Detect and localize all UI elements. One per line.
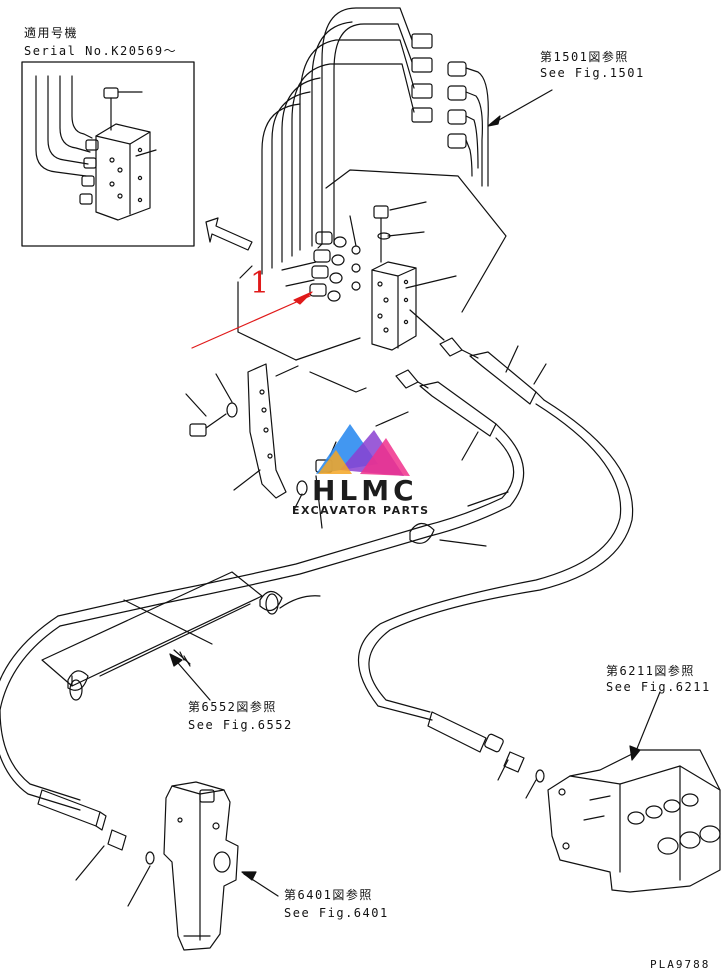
ref-6211-jp: 第6211図参照: [606, 664, 695, 678]
item-1-leader: [191, 295, 311, 349]
watermark-brand: HLMC: [312, 474, 418, 507]
ref-1501-jp: 第1501図参照: [540, 50, 629, 64]
inset-serial: Serial No.K20569～: [24, 44, 178, 58]
ref-1501-en: See Fig.1501: [540, 66, 645, 80]
watermark-tagline: EXCAVATOR PARTS: [292, 504, 430, 517]
drawing-code: PLA9788: [650, 958, 711, 971]
inset-arrow: [205, 217, 253, 251]
ref-6552-jp: 第6552図参照: [188, 700, 277, 714]
control-valve: [547, 691, 721, 893]
main-valve-block: [237, 169, 507, 393]
pilot-valve: [163, 781, 279, 951]
adapters: [395, 337, 479, 389]
ref-6401-jp: 第6401図参照: [284, 888, 373, 902]
ref-6401-en: See Fig.6401: [284, 906, 389, 920]
hose-clamps: [67, 522, 487, 701]
inset-box: [21, 61, 195, 247]
hose-right: [357, 345, 634, 799]
inset-title: 適用号機: [24, 26, 79, 40]
hose-middle: [0, 381, 525, 907]
hose-cover: [41, 571, 321, 687]
hose-bundle: [261, 7, 553, 275]
block-fittings: [309, 231, 361, 302]
bracket-plate: [185, 363, 337, 529]
watermark-logo-mark: [316, 424, 410, 476]
ref-6552-en: See Fig.6552: [188, 718, 293, 732]
ref-6211-en: See Fig.6211: [606, 680, 711, 694]
item-number-1: 1: [250, 266, 270, 301]
inset-valve-block: [79, 123, 151, 221]
